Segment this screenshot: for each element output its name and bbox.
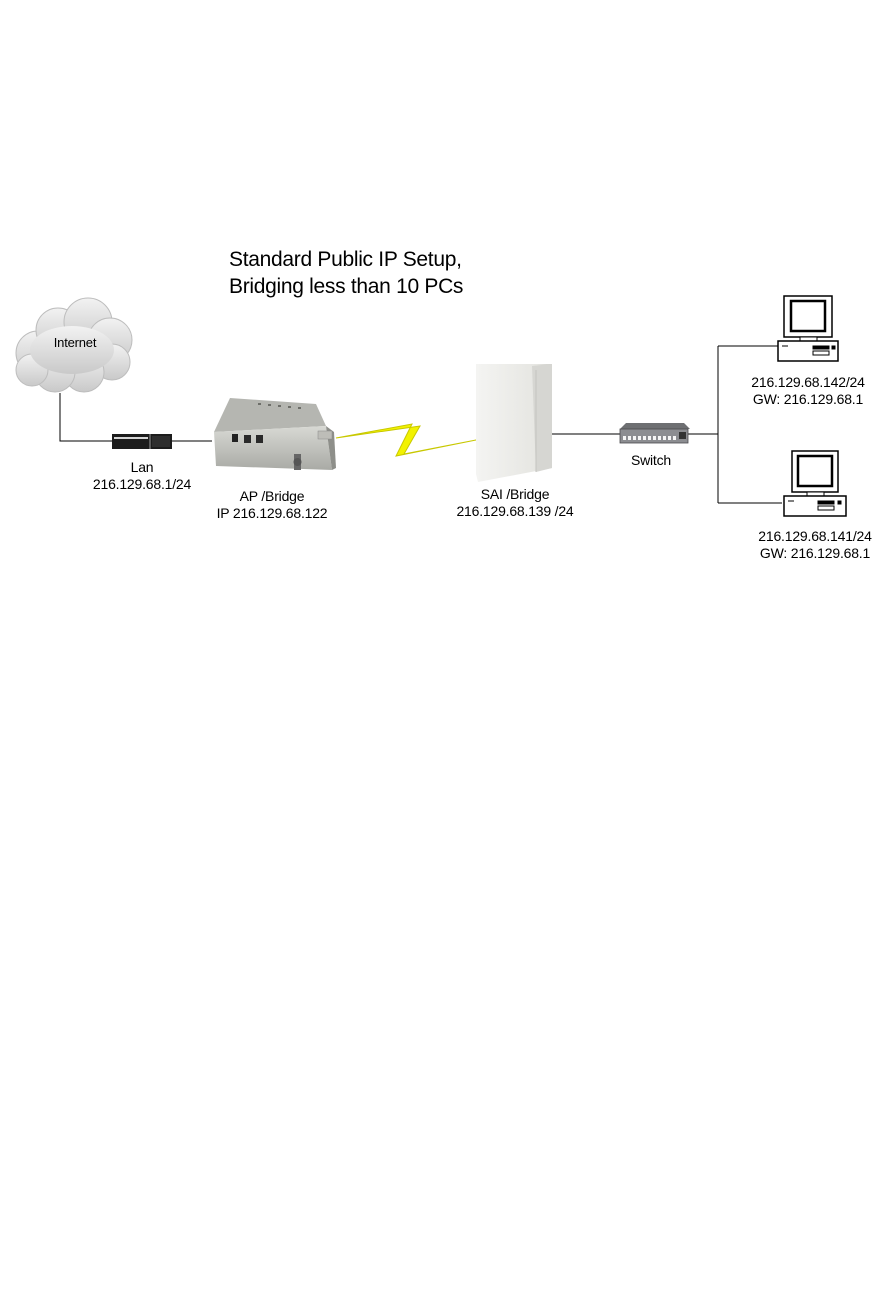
pc-bottom-icon bbox=[784, 451, 846, 516]
sai-bridge-panel-icon bbox=[476, 364, 552, 482]
ap-bridge-device-icon bbox=[214, 398, 336, 470]
pc-top-ip: 216.129.68.142/24 bbox=[744, 374, 872, 391]
title-line-2: Bridging less than 10 PCs bbox=[229, 273, 559, 300]
lan-name: Lan bbox=[82, 459, 202, 476]
sai-bridge-name: SAI /Bridge bbox=[450, 486, 580, 503]
lan-ip: 216.129.68.1/24 bbox=[82, 476, 202, 493]
ap-bridge-name: AP /Bridge bbox=[204, 488, 340, 505]
switch-icon bbox=[620, 423, 690, 443]
sai-bridge-ip: 216.129.68.139 /24 bbox=[450, 503, 580, 520]
title-line-1: Standard Public IP Setup, bbox=[229, 246, 559, 273]
wireless-link-icon bbox=[336, 424, 476, 456]
lan-label: Lan 216.129.68.1/24 bbox=[82, 459, 202, 493]
internet-to-lan-line bbox=[60, 393, 112, 441]
pc-top-gw: GW: 216.129.68.1 bbox=[744, 391, 872, 408]
internet-label: Internet bbox=[44, 334, 106, 351]
ap-bridge-ip: IP 216.129.68.122 bbox=[204, 505, 340, 522]
lan-router-icon bbox=[112, 434, 172, 449]
switch-label: Switch bbox=[624, 452, 678, 469]
pc-bottom-label: 216.129.68.141/24 GW: 216.129.68.1 bbox=[752, 528, 878, 562]
diagram-title: Standard Public IP Setup, Bridging less … bbox=[229, 246, 559, 300]
pc-bottom-ip: 216.129.68.141/24 bbox=[752, 528, 878, 545]
ap-bridge-label: AP /Bridge IP 216.129.68.122 bbox=[204, 488, 340, 522]
pc-top-icon bbox=[778, 296, 838, 361]
sai-bridge-label: SAI /Bridge 216.129.68.139 /24 bbox=[450, 486, 580, 520]
pc-bottom-gw: GW: 216.129.68.1 bbox=[752, 545, 878, 562]
pc-top-label: 216.129.68.142/24 GW: 216.129.68.1 bbox=[744, 374, 872, 408]
